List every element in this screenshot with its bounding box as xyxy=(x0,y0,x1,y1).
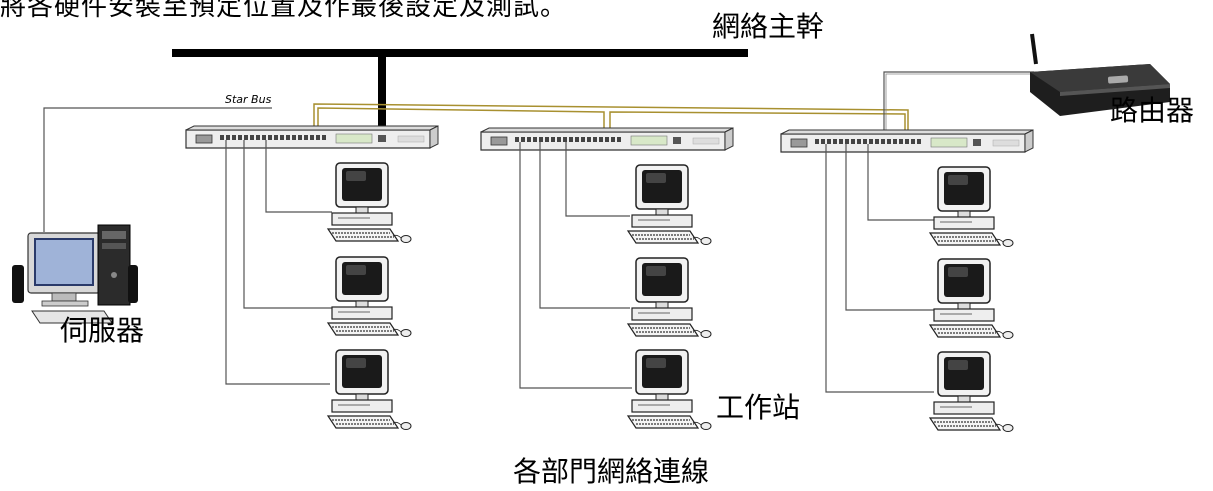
hub-2-ports xyxy=(515,137,621,142)
hub-2 xyxy=(480,127,734,151)
server-label: 伺服器 xyxy=(60,314,145,347)
workstation-2-3 xyxy=(627,349,712,431)
wireless-router-icon xyxy=(1030,33,1170,116)
header-text: 將各硬件安裝至預定位置及作最後設定及測試。 xyxy=(0,0,568,22)
hub-1 xyxy=(185,125,439,149)
workstation-1-1 xyxy=(327,162,412,244)
hub-1-ports xyxy=(220,135,326,140)
workstation-3-1 xyxy=(929,166,1014,248)
server-computer-icon xyxy=(12,224,138,324)
workstation-2-1 xyxy=(627,164,712,246)
hub-brand-label: Star Bus xyxy=(225,93,272,106)
hub-interconnect xyxy=(313,103,909,132)
backbone-label: 網絡主幹 xyxy=(712,10,825,43)
workstation-1-3 xyxy=(327,349,412,431)
workstation-1-2 xyxy=(327,256,412,338)
hub-3-cables xyxy=(825,144,936,393)
router-label: 路由器 xyxy=(1110,94,1195,127)
server-cable xyxy=(43,107,272,232)
router-cable xyxy=(883,71,1034,130)
hub-1-cables xyxy=(225,140,332,385)
workstation-3-2 xyxy=(929,258,1014,340)
workstation-3-3 xyxy=(929,351,1014,433)
workstation-2-2 xyxy=(627,257,712,339)
hub-2-cables xyxy=(519,142,632,389)
diagram-caption: 各部門網絡連線 xyxy=(513,455,710,488)
hub-3-ports xyxy=(815,139,921,144)
hub-3 xyxy=(780,129,1034,153)
workstation-label: 工作站 xyxy=(716,391,801,424)
